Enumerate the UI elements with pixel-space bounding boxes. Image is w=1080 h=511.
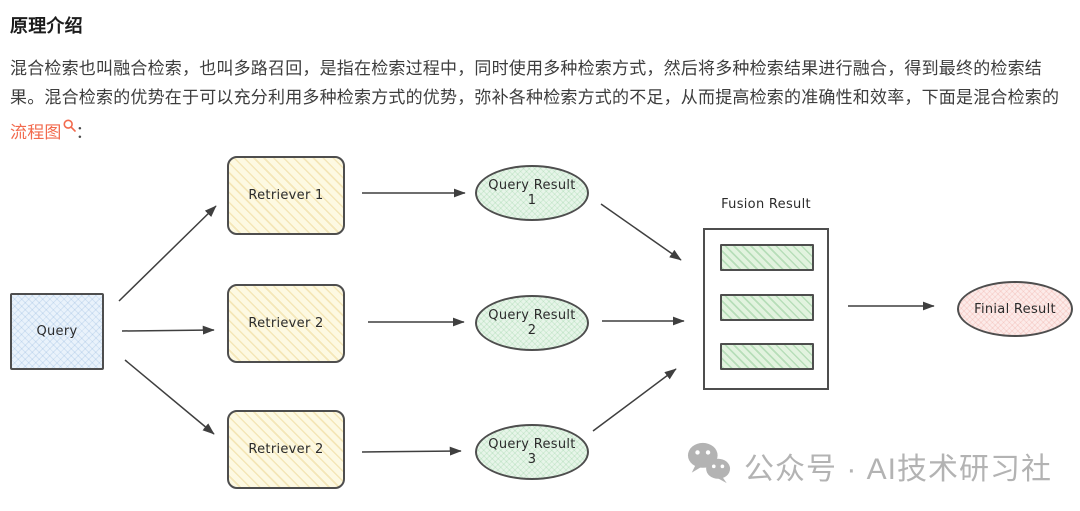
section-heading: 原理介绍 <box>10 16 83 36</box>
watermark: 公众号 · AI技术研习社 <box>686 441 1052 490</box>
watermark-text: 公众号 · AI技术研习社 <box>744 452 1053 486</box>
query-result-1-line1: Query Result <box>488 178 576 193</box>
query-result-2-node: Query Result 2 <box>475 295 589 351</box>
query-node: Query <box>10 293 104 370</box>
fusion-result-node <box>703 228 829 390</box>
query-result-3-node: Query Result 3 <box>475 424 589 480</box>
final-result-node: Finial Result <box>957 281 1073 337</box>
fusion-bar <box>720 244 814 271</box>
query-result-2-line2: 2 <box>527 323 537 338</box>
wechat-icon <box>686 441 732 490</box>
intro-paragraph: 混合检索也叫融合检索，也叫多路召回，是指在检索过程中，同时使用多种检索方式，然后… <box>10 54 1068 147</box>
query-result-1-line2: 1 <box>527 193 537 208</box>
retriever-3-node: Retriever 2 <box>227 410 345 489</box>
fusion-bar <box>720 343 814 370</box>
query-result-1-node: Query Result 1 <box>475 165 589 221</box>
flowchart-link[interactable]: 流程图 <box>10 123 62 142</box>
fusion-result-label: Fusion Result <box>721 197 811 212</box>
intro-colon: ： <box>75 123 93 142</box>
query-result-2-line1: Query Result <box>488 308 576 323</box>
retriever-2-node: Retriever 2 <box>227 284 345 363</box>
magnifier-icon[interactable] <box>63 112 76 141</box>
query-result-3-line2: 3 <box>527 452 537 467</box>
retriever-1-node: Retriever 1 <box>227 156 345 235</box>
query-result-3-line1: Query Result <box>488 437 576 452</box>
fusion-bar <box>720 294 814 321</box>
article-content: 原理介绍 混合检索也叫融合检索，也叫多路召回，是指在检索过程中，同时使用多种检索… <box>10 12 1068 147</box>
intro-text: 混合检索也叫融合检索，也叫多路召回，是指在检索过程中，同时使用多种检索方式，然后… <box>10 59 1060 107</box>
